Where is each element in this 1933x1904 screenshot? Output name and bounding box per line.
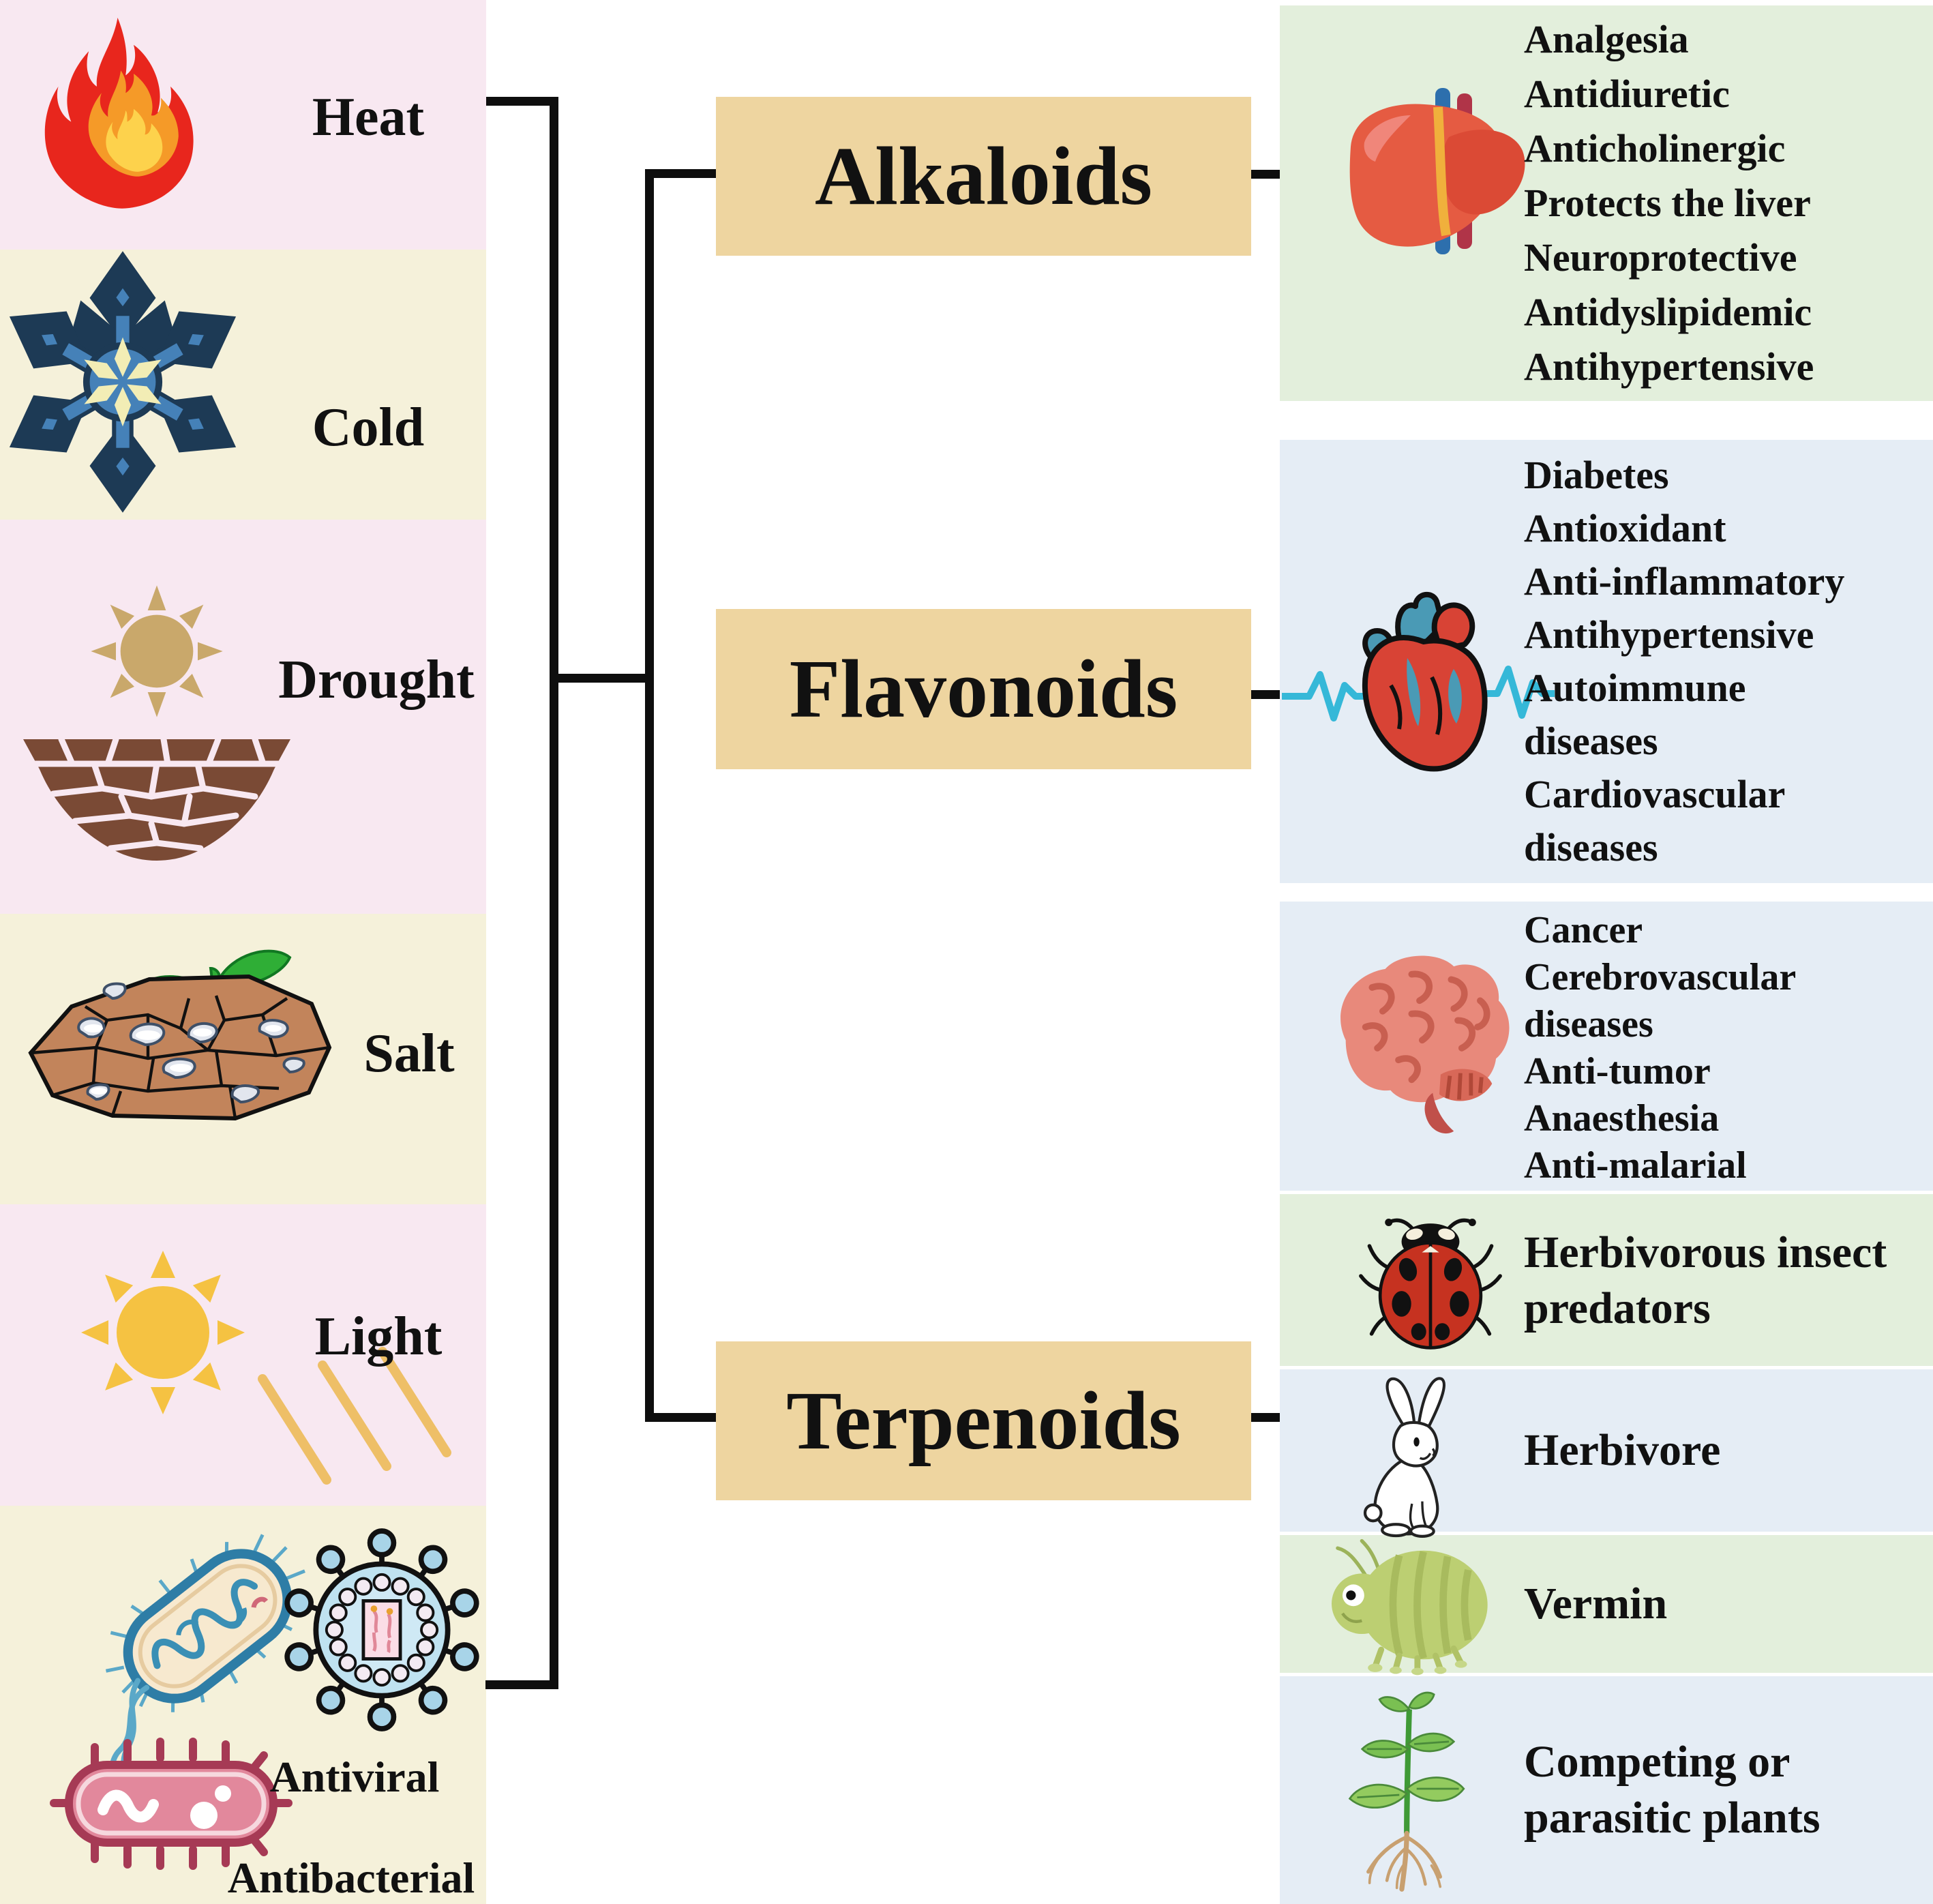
effect-item: diseases — [1524, 719, 1658, 763]
effect-item: Cerebrovascular — [1524, 956, 1797, 998]
effect-item: Anti-inflammatory — [1524, 559, 1845, 604]
mid-connector — [550, 674, 654, 683]
effect-item: Autoimmune — [1524, 666, 1746, 710]
drought-panel — [0, 520, 486, 914]
effect-item: Neuroprotective — [1524, 235, 1797, 280]
effect-item: Antioxidant — [1524, 506, 1726, 550]
alkaloid-effects-list: Analgesia Antidiuretic Anticholinergic P… — [1524, 12, 1814, 394]
cracked-soil-icon — [23, 736, 291, 861]
heart-ecg-icon — [1282, 591, 1555, 772]
effect-item: predators — [1524, 1283, 1711, 1333]
effect-item: Anti-malarial — [1524, 1144, 1747, 1187]
effect-item: Antidyslipidemic — [1524, 290, 1812, 334]
herbivore-label: Herbivore — [1524, 1423, 1720, 1478]
effect-item: Competing or — [1524, 1737, 1790, 1787]
flavonoid-effects-list: Diabetes Antioxidant Anti-inflammatory A… — [1524, 449, 1844, 874]
effect-item: Antidiuretic — [1524, 72, 1730, 116]
effect-item: Antihypertensive — [1524, 344, 1814, 389]
liver-icon — [1349, 88, 1525, 254]
terpenoid-medical-list: Cancer Cerebrovascular diseases Anti-tum… — [1524, 907, 1796, 1189]
flavonoids-box: Flavonoids — [716, 609, 1251, 769]
terpenoids-box-label: Terpenoids — [786, 1374, 1181, 1467]
light-panel — [0, 1204, 486, 1506]
rabbit-icon — [1363, 1377, 1445, 1538]
effect-item: Anti-tumor — [1524, 1050, 1711, 1092]
flavonoids-box-label: Flavonoids — [789, 642, 1178, 735]
cold-panel — [0, 250, 486, 520]
flame-icon — [44, 17, 194, 209]
salt-soil-sprout-icon — [28, 949, 332, 1121]
sun-rays-icon — [81, 1251, 451, 1485]
light-label: Light — [314, 1307, 443, 1367]
effect-item: Anaesthesia — [1524, 1097, 1720, 1140]
vermin-label: Vermin — [1524, 1576, 1667, 1632]
competing-plants-label: Competing or parasitic plants — [1524, 1734, 1820, 1846]
effect-item: Anticholinergic — [1524, 126, 1786, 170]
left-trunk — [550, 97, 558, 1689]
virus-icon — [284, 1528, 479, 1731]
effect-item: Vermin — [1524, 1579, 1668, 1628]
antiviral-label: Antiviral — [269, 1753, 440, 1801]
terpenoids-connector-left — [645, 1413, 716, 1422]
terpenoids-box: Terpenoids — [716, 1341, 1251, 1500]
seedling-roots-icon — [1348, 1691, 1465, 1892]
effect-item: Cardiovascular — [1524, 772, 1786, 816]
effect-item: diseases — [1524, 1003, 1653, 1045]
bacterium-icon — [50, 1738, 293, 1870]
salt-label: Salt — [363, 1024, 455, 1084]
cold-label: Cold — [312, 398, 425, 458]
effect-item: Diabetes — [1524, 453, 1669, 497]
snowflake-icon — [9, 251, 237, 513]
effect-item: Protects the liver — [1524, 181, 1811, 225]
effect-item: diseases — [1524, 825, 1658, 869]
drought-sun-icon — [91, 585, 223, 717]
effect-item: Analgesia — [1524, 17, 1689, 61]
heat-label: Heat — [312, 87, 425, 147]
effect-item: Herbivore — [1524, 1425, 1721, 1475]
aphid-icon — [1332, 1538, 1488, 1676]
compound-trunk — [645, 169, 654, 1422]
effect-item: parasitic plants — [1524, 1793, 1820, 1843]
ladybug-icon — [1359, 1218, 1502, 1350]
effect-item: Cancer — [1524, 909, 1643, 951]
heat-connector — [486, 97, 558, 106]
drought-label: Drought — [278, 650, 475, 710]
alkaloids-box-label: Alkaloids — [815, 130, 1152, 222]
effect-item: Herbivorous insect — [1524, 1228, 1887, 1277]
bacterium-icon — [104, 1534, 308, 1810]
alkaloids-box: Alkaloids — [716, 97, 1251, 256]
insect-predator-label: Herbivorous insect predators — [1524, 1225, 1887, 1337]
alkaloids-connector-left — [645, 169, 716, 178]
brain-icon — [1340, 955, 1510, 1134]
effect-item: Antihypertensive — [1524, 612, 1814, 657]
antibacterial-label: Antibacterial — [227, 1854, 475, 1902]
pathogen-connector — [485, 1680, 558, 1689]
